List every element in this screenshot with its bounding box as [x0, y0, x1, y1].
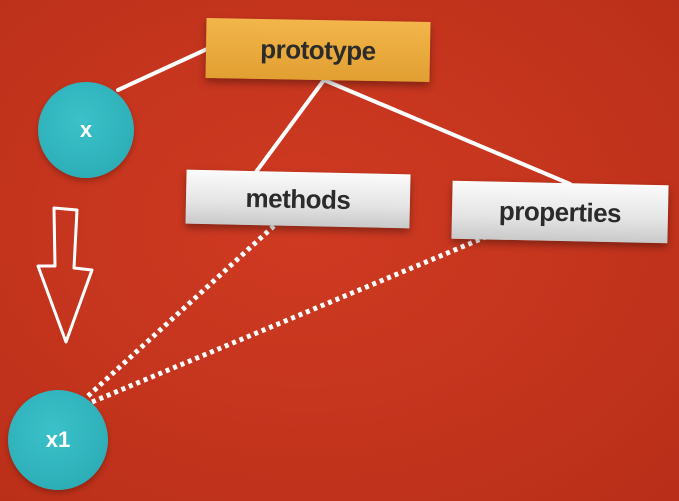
link-x-to-prototype — [116, 42, 220, 92]
methods-box: methods — [185, 169, 411, 229]
properties-box: properties — [451, 180, 669, 244]
dotted-link-x1-to-methods — [86, 222, 278, 398]
prototype-box: prototype — [205, 18, 431, 82]
object-x1-label: x1 — [45, 427, 71, 452]
link-prototype-to-methods — [254, 78, 326, 174]
object-x-node: x — [38, 82, 134, 178]
methods-label: methods — [245, 182, 351, 215]
properties-label: properties — [498, 195, 622, 228]
down-arrow-icon — [36, 206, 94, 344]
dotted-link-x1-to-properties — [91, 233, 489, 405]
object-x-label: x — [79, 117, 93, 142]
link-prototype-to-properties — [322, 78, 572, 186]
object-x1-node: x1 — [8, 390, 108, 490]
prototype-label: prototype — [260, 33, 376, 66]
